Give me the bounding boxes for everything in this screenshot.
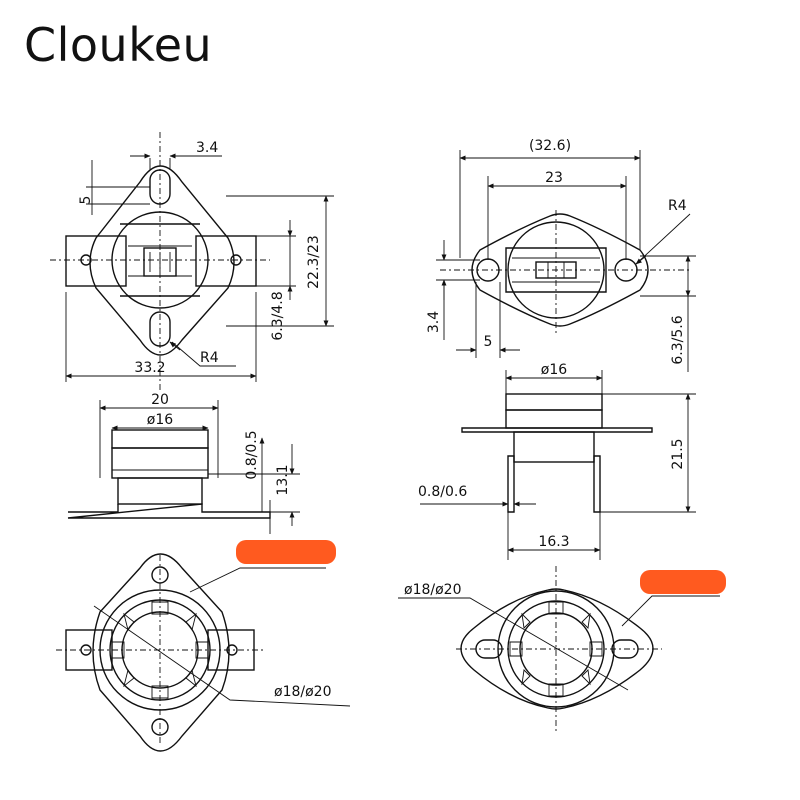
dim-height-label: 22.3/23 [306,235,322,289]
bottom-diameter-label: ø18/ø20 [274,684,331,700]
brand-logo-text: Cloukeu [24,18,213,72]
right-thickness-label: 0.8/0.6 [418,484,467,500]
dim-radius-label: R4 [200,350,219,366]
orange-marker [640,570,726,594]
right-cap-diameter-label: ø16 [541,362,567,378]
right-top-view [436,150,696,372]
right-bottom-diameter-label: ø18/ø20 [404,582,461,598]
left-top-view [50,132,334,390]
orange-marker [236,540,336,564]
right-total-width-label: (32.6) [529,138,571,154]
right-pin-width-label: 6.3/5.6 [670,315,686,364]
side-width-label: 20 [151,392,169,408]
left-side-view [67,400,300,534]
right-hole-span-label: 23 [545,170,563,186]
dim-pin-width-label: 6.3/4.8 [270,291,286,340]
dim-hole-offset-label: 5 [78,196,94,205]
right-side-view [420,370,696,560]
right-hole-offset-label: 5 [484,334,493,350]
right-radius-label: R4 [668,198,687,214]
right-pin-span-label: 16.3 [538,534,569,550]
left-bottom-view [56,553,351,752]
side-thickness-label: 0.8/0.5 [244,430,260,479]
right-height-label: 21.5 [670,438,686,469]
side-height-label: 13.1 [275,464,291,495]
right-bottom-view [398,566,720,732]
right-hole-dia-label: 3.4 [426,311,442,333]
dim-width-label: 33.2 [134,360,165,376]
dim-hole-diameter-label: 3.4 [196,140,218,156]
side-cap-diameter-label: ø16 [147,412,173,428]
